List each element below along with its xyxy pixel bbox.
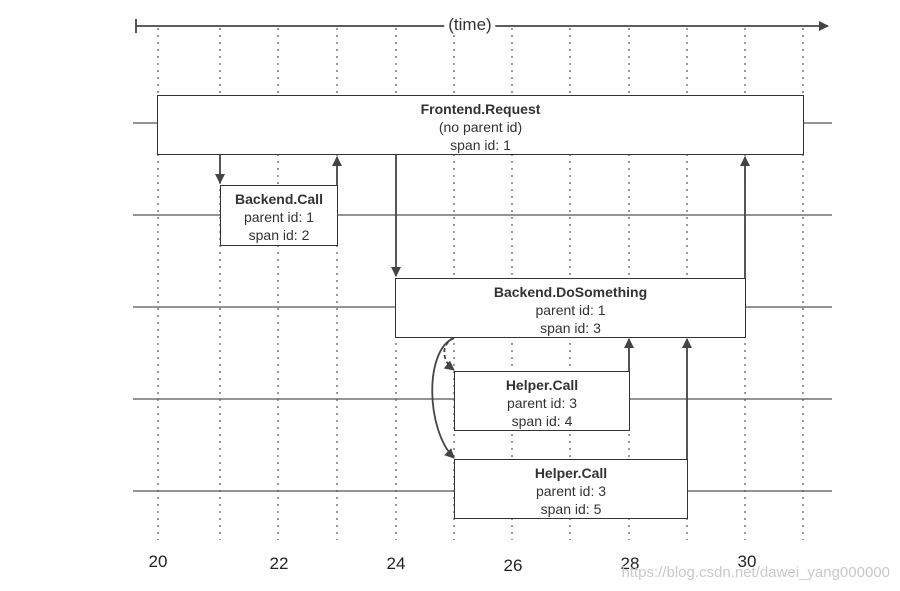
span-parent-id: parent id: 3 [535, 483, 607, 499]
span-id: span id: 5 [540, 501, 602, 517]
span-id: span id: 1 [450, 137, 511, 153]
span-title: Backend.Call [235, 191, 323, 207]
span-title: Helper.Call [505, 377, 579, 393]
span-parent-id: parent id: 3 [506, 395, 578, 411]
span-helper-call-4: Helper.Call parent id: 3 span id: 4 [454, 371, 630, 431]
span-title: Backend.DoSomething [493, 284, 648, 300]
span-helper-call-5: Helper.Call parent id: 3 span id: 5 [454, 459, 688, 519]
tick-label: 24 [386, 554, 406, 573]
call-arrow-helper-call-5 [431, 337, 455, 459]
tick-label: 22 [269, 554, 289, 573]
call-arrows [215, 155, 750, 459]
span-frontend-request: Frontend.Request (no parent id) span id:… [157, 95, 804, 155]
watermark: https://blog.csdn.net/dawei_yang000000 [621, 564, 890, 581]
span-parent-id: parent id: 1 [243, 209, 315, 225]
span-parent-id: parent id: 1 [535, 302, 606, 318]
tick-label: 28 [620, 554, 640, 573]
span-backend-call: Backend.Call parent id: 1 span id: 2 [220, 185, 338, 246]
span-backend-dosomething: Backend.DoSomething parent id: 1 span id… [395, 278, 746, 338]
span-id: span id: 2 [248, 227, 310, 243]
span-id: span id: 4 [511, 413, 573, 429]
span-id: span id: 3 [540, 320, 601, 336]
tick-label: 26 [503, 556, 523, 575]
time-axis-label: (time) [444, 15, 496, 35]
span-title: Frontend.Request [420, 101, 541, 117]
span-title: Helper.Call [534, 465, 608, 481]
tick-label: 30 [737, 552, 757, 571]
span-parent-id: (no parent id) [438, 119, 523, 135]
tick-label: 20 [148, 552, 168, 571]
